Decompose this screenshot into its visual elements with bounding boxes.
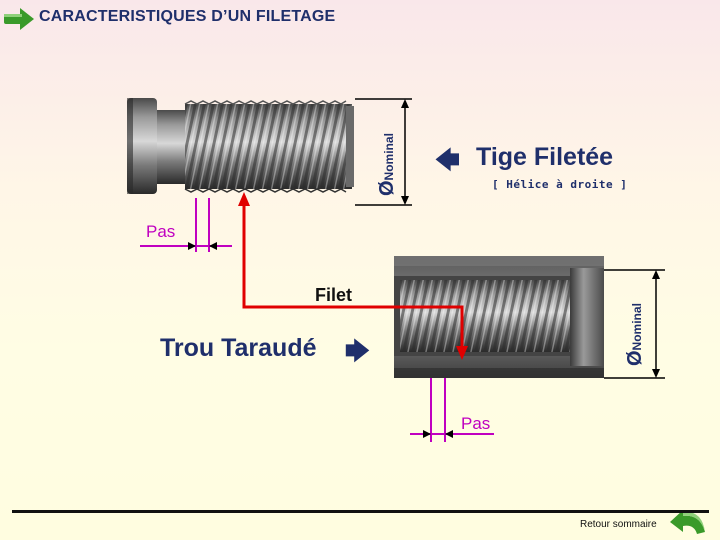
diameter-subscript: Nominal [382, 133, 396, 181]
green-curved-arrow-back-icon[interactable] [670, 510, 705, 534]
diameter-subscript: Nominal [630, 303, 644, 351]
helice-label: [ Hélice à droite ] [492, 178, 628, 191]
diameter-symbol: Ø [376, 180, 398, 196]
pitch-dimension-top [140, 198, 232, 252]
filet-label: Filet [315, 285, 353, 305]
trou-taraude-label: Trou Taraudé [160, 334, 317, 362]
nominal-diameter-label-top: ØNominal [376, 133, 399, 196]
green-arrow-right-icon[interactable] [4, 8, 34, 30]
footer-divider [12, 510, 709, 513]
right-arrow-icon: 🡆 [345, 338, 370, 365]
left-arrow-icon: 🡄 [435, 147, 460, 174]
nominal-diameter-dimension-bottom [604, 269, 665, 379]
tige-filetee-label: Tige Filetée [476, 143, 614, 171]
page-title: CARACTERISTIQUES D’UN FILETAGE [39, 8, 336, 25]
retour-sommaire-link[interactable]: Retour sommaire [580, 519, 657, 530]
threaded-rod-image [127, 98, 354, 194]
nominal-diameter-label-bottom: ØNominal [624, 303, 647, 366]
filet-pointer-arrows [238, 192, 468, 360]
tapped-hole-image [394, 256, 604, 378]
pitch-dimension-bottom [410, 378, 494, 442]
diameter-symbol: Ø [624, 350, 646, 366]
pas-label-bottom: Pas [461, 414, 491, 433]
nominal-diameter-dimension-top [355, 98, 412, 206]
pas-label-top: Pas [146, 222, 176, 241]
